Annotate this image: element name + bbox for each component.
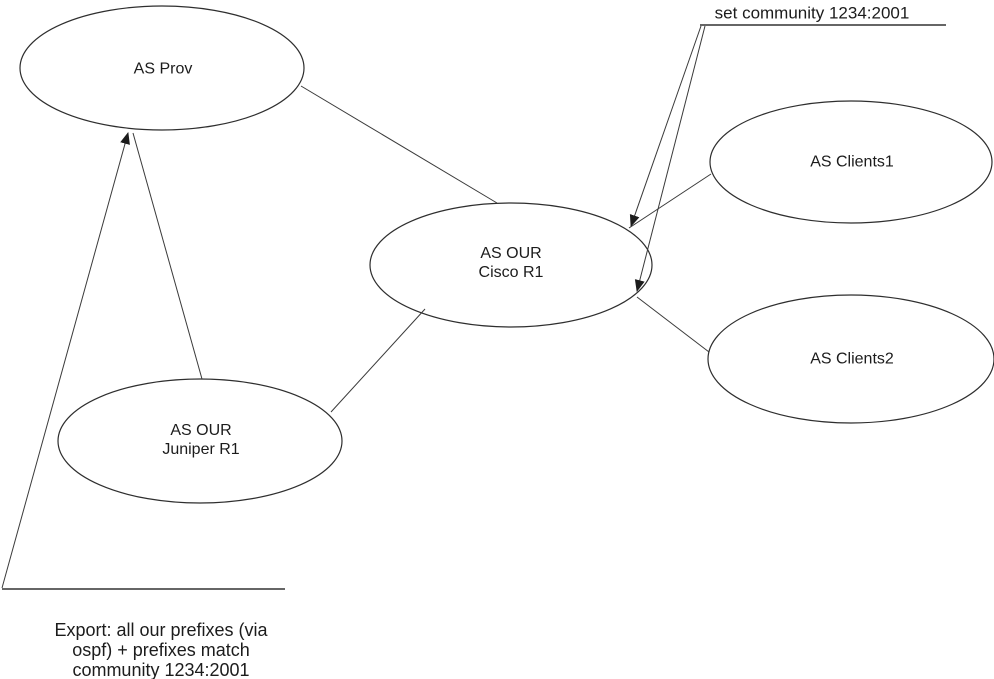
node-label-as-clients1: AS Clients1: [810, 153, 894, 171]
annotation-export-note-line3: community 1234:2001: [72, 660, 250, 679]
node-ellipse-as-our-cisco-r1: [369, 202, 653, 328]
edge-cisco-juniper: [330, 308, 426, 413]
node-ellipse-as-our-juniper-r1: [57, 378, 343, 504]
node-label-as-prov: AS Prov: [133, 60, 193, 78]
edge-cisco-clients2: [636, 296, 710, 353]
node-label-cisco-line2: Cisco R1: [478, 264, 544, 281]
node-label-juniper-line2: Juniper R1: [162, 441, 240, 458]
annotation-set-community: set community 1234:2001: [714, 3, 910, 23]
set-community-arrow-clients1-session: [629, 25, 702, 227]
node-ellipse-as-clients2: [707, 294, 994, 424]
edge-export-note-to-prov-arrow: [1, 132, 130, 589]
node-label-juniper-line1: AS OUR: [170, 422, 232, 439]
node-label-as-clients2: AS Clients2: [810, 350, 894, 368]
node-label-as-our-juniper-r1: AS OUR Juniper R1: [162, 421, 239, 459]
node-ellipse-as-prov: [19, 5, 305, 131]
set-community-arrow-clients2-session: [634, 25, 706, 292]
annotation-export-note-line2: ospf) + prefixes match: [72, 640, 250, 660]
node-label-cisco-line1: AS OUR: [480, 245, 542, 262]
annotation-export-note: Export: all our prefixes (via ospf) + pr…: [54, 620, 267, 679]
annotation-export-note-line1: Export: all our prefixes (via: [54, 620, 268, 640]
node-ellipse-as-clients1: [709, 100, 993, 224]
edge-cisco-clients1: [628, 173, 712, 229]
edge-prov-cisco: [300, 85, 498, 204]
node-label-as-our-cisco-r1: AS OUR Cisco R1: [479, 244, 544, 282]
edge-juniper-to-prov: [132, 132, 203, 380]
